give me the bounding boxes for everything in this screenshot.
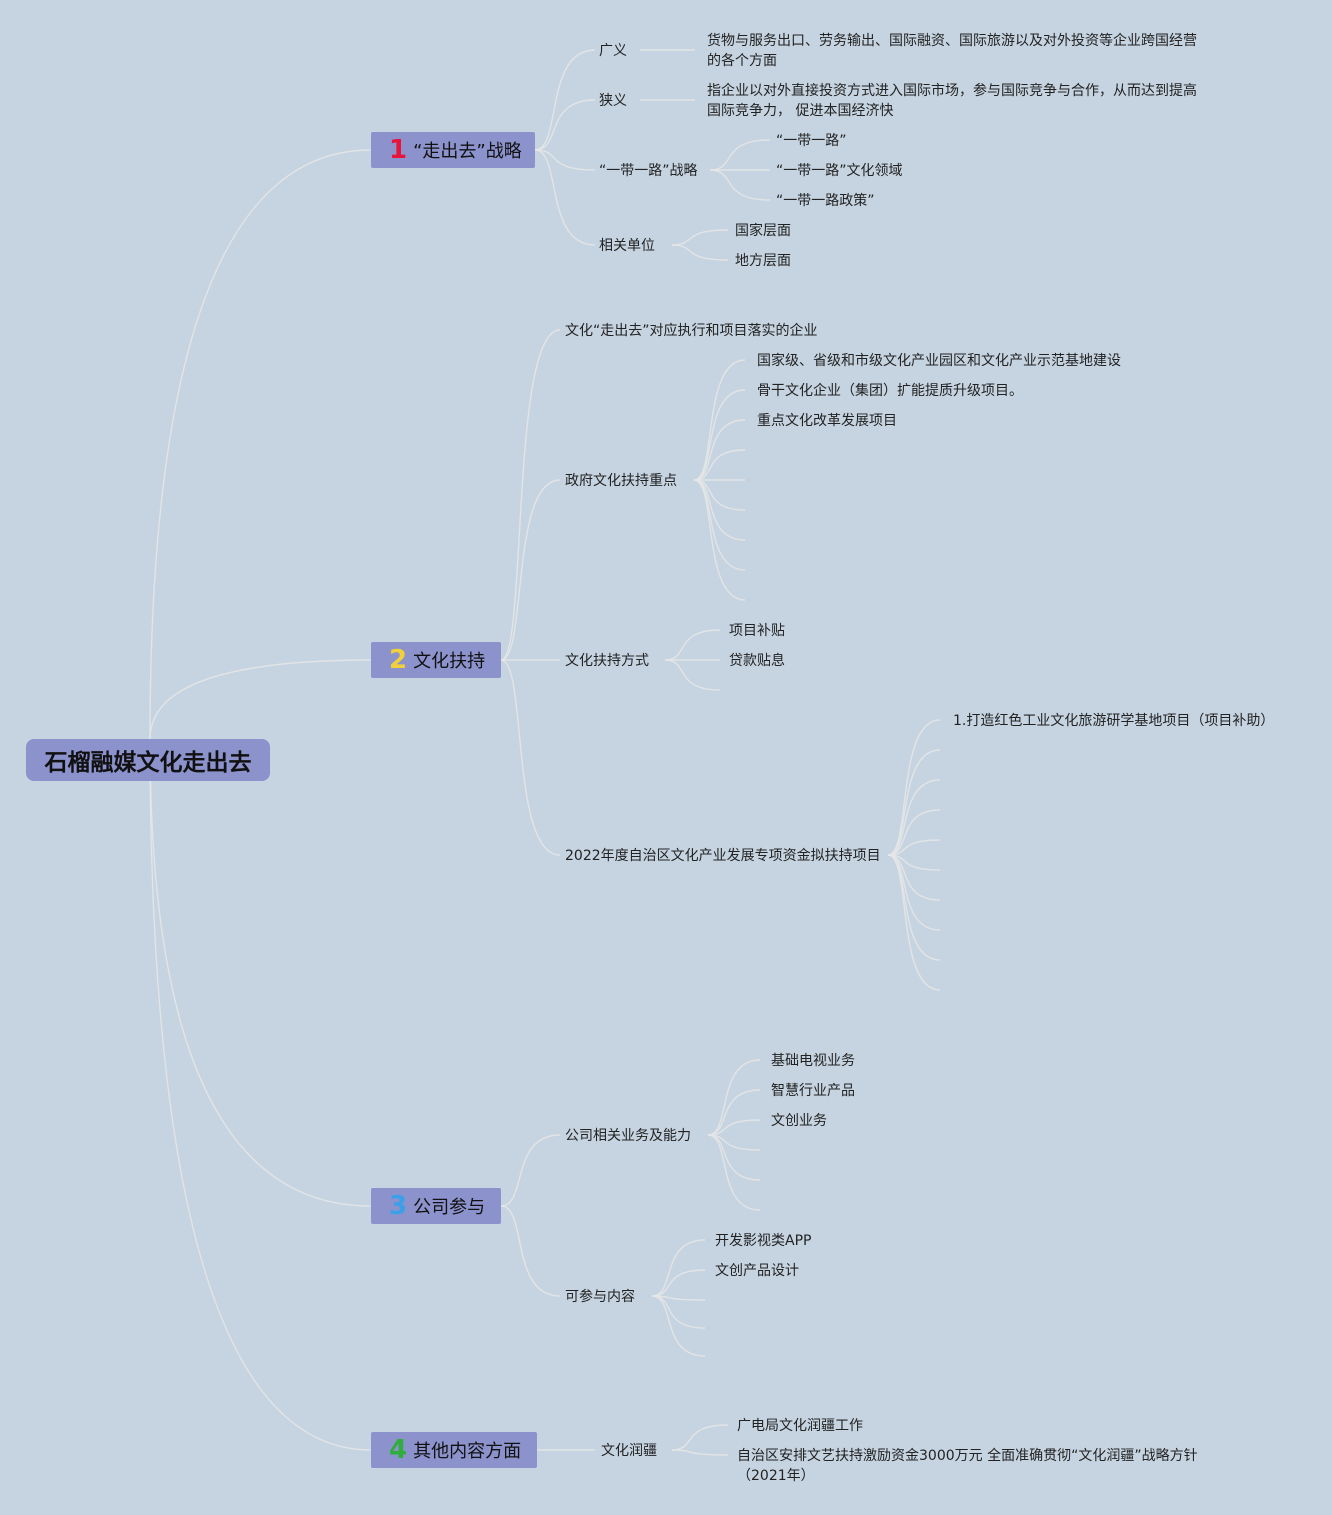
connector-line (534, 149, 596, 171)
b2-fund-project-1[interactable]: 1.打造红色工业文化旅游研学基地项目（项目补助） (953, 713, 1275, 729)
connector-line (693, 389, 746, 481)
connector-line (534, 99, 596, 151)
connector-line (693, 479, 746, 511)
b1-belt-road-2[interactable]: “一带一路”文化领域 (776, 163, 903, 179)
connector-line (651, 1239, 706, 1297)
connector-line (149, 149, 372, 740)
connector-line (693, 449, 746, 481)
connector-line (664, 629, 721, 661)
b2-gov-focus-2[interactable]: 骨干文化企业（集团）扩能提质升级项目。 (757, 383, 1023, 399)
branch-3-label: 公司参与 (413, 1197, 486, 1218)
connector-line (693, 479, 746, 571)
connector-line (671, 1424, 729, 1451)
connector-line (709, 139, 771, 171)
connector-line (500, 479, 561, 661)
connector-line (887, 749, 941, 856)
branch-1-number: 1 (389, 135, 408, 165)
connector-line (709, 169, 771, 201)
b1-guangyi-detail[interactable]: 货物与服务出口、劳务输出、国际融资、国际旅游以及对外投资等企业跨国经营的各个方面 (707, 33, 1197, 69)
connector-line (671, 1449, 729, 1456)
connector-line (534, 49, 596, 151)
branch-3-number: 3 (389, 1191, 408, 1221)
connector-line (707, 1059, 761, 1136)
connector-line (887, 854, 941, 961)
connector-line (651, 1295, 706, 1357)
b3-smart-products[interactable]: 智慧行业产品 (771, 1083, 855, 1099)
b4-culture-xinjiang[interactable]: 文化润疆 (601, 1443, 657, 1459)
connector-line (149, 738, 372, 1207)
b2-support-methods[interactable]: 文化扶持方式 (565, 653, 649, 669)
connector-line (651, 1295, 706, 1329)
branch-2-number: 2 (389, 645, 408, 675)
b3-creative-business[interactable]: 文创业务 (771, 1113, 827, 1129)
connector-line (149, 738, 372, 1451)
connector-line (707, 1119, 761, 1136)
b2-enterprises[interactable]: 文化“走出去”对应执行和项目落实的企业 (565, 323, 818, 339)
connector-line (887, 779, 941, 856)
b1-xiayi[interactable]: 狭义 (599, 93, 627, 109)
connector-line (887, 839, 941, 856)
connector-line (671, 244, 729, 261)
connector-line (693, 479, 746, 601)
b1-local-level[interactable]: 地方层面 (735, 253, 791, 269)
b2-gov-focus-3[interactable]: 重点文化改革发展项目 (757, 413, 897, 429)
branch-1-topic[interactable]: 1 “走出去”战略 (371, 132, 535, 168)
b3-product-design[interactable]: 文创产品设计 (715, 1263, 799, 1279)
branch-3-topic[interactable]: 3 公司参与 (371, 1188, 501, 1224)
branch-4-topic[interactable]: 4 其他内容方面 (371, 1432, 537, 1468)
connector-line (887, 809, 941, 856)
b1-related-units[interactable]: 相关单位 (599, 238, 655, 254)
branch-2-topic[interactable]: 2 文化扶持 (371, 642, 501, 678)
connector-line (500, 329, 561, 661)
branch-1-label: “走出去”战略 (413, 141, 522, 162)
b2-gov-focus-1[interactable]: 国家级、省级和市级文化产业园区和文化产业示范基地建设 (757, 353, 1121, 369)
connector-line (664, 659, 721, 691)
connector-line (534, 149, 596, 246)
branch-4-number: 4 (389, 1435, 408, 1465)
b1-xiayi-detail[interactable]: 指企业以对外直接投资方式进入国际市场，参与国际竞争与合作，从而达到提高国际竞争力… (707, 83, 1197, 119)
b3-video-app[interactable]: 开发影视类APP (715, 1233, 812, 1249)
connector-line (671, 229, 729, 246)
connector-line (707, 1089, 761, 1136)
connector-line (651, 1295, 706, 1301)
b1-belt-road-1[interactable]: “一带一路” (776, 133, 847, 149)
b1-guangyi[interactable]: 广义 (599, 43, 627, 59)
connector-line (707, 1134, 761, 1211)
b2-gov-focus[interactable]: 政府文化扶持重点 (565, 473, 677, 489)
branch-4-label: 其他内容方面 (413, 1441, 522, 1462)
b3-tv-business[interactable]: 基础电视业务 (771, 1053, 855, 1069)
b2-project-subsidy[interactable]: 项目补贴 (729, 623, 785, 639)
b1-national-level[interactable]: 国家层面 (735, 223, 791, 239)
b1-belt-road-3[interactable]: “一带一路政策” (776, 193, 875, 209)
connector-line (500, 1205, 561, 1297)
b1-belt-road-strategy[interactable]: “一带一路”战略 (599, 163, 698, 179)
connector-line (707, 1134, 761, 1181)
connector-line (500, 659, 561, 856)
connector-line (887, 719, 941, 856)
b4-bureau-work[interactable]: 广电局文化润疆工作 (737, 1418, 863, 1434)
connector-line (693, 359, 746, 481)
connector-line (707, 1134, 761, 1151)
b3-business-capability[interactable]: 公司相关业务及能力 (565, 1128, 691, 1144)
connector-line (887, 854, 941, 991)
connector-line (693, 419, 746, 481)
connector-line (500, 1134, 561, 1207)
branch-2-label: 文化扶持 (413, 651, 486, 672)
b2-fund-projects[interactable]: 2022年度自治区文化产业发展专项资金拟扶持项目 (565, 848, 881, 864)
b2-loan-interest[interactable]: 贷款贴息 (729, 653, 785, 669)
connector-line (651, 1269, 706, 1297)
b4-fund-3000[interactable]: 自治区安排文艺扶持激励资金3000万元 全面准确贯彻“文化润疆”战略方针（202… (737, 1448, 1198, 1484)
root-topic[interactable]: 石榴融媒文化走出去 (26, 739, 270, 781)
b3-participation[interactable]: 可参与内容 (565, 1289, 635, 1305)
connector-line (149, 659, 372, 740)
connector-line (887, 854, 941, 871)
